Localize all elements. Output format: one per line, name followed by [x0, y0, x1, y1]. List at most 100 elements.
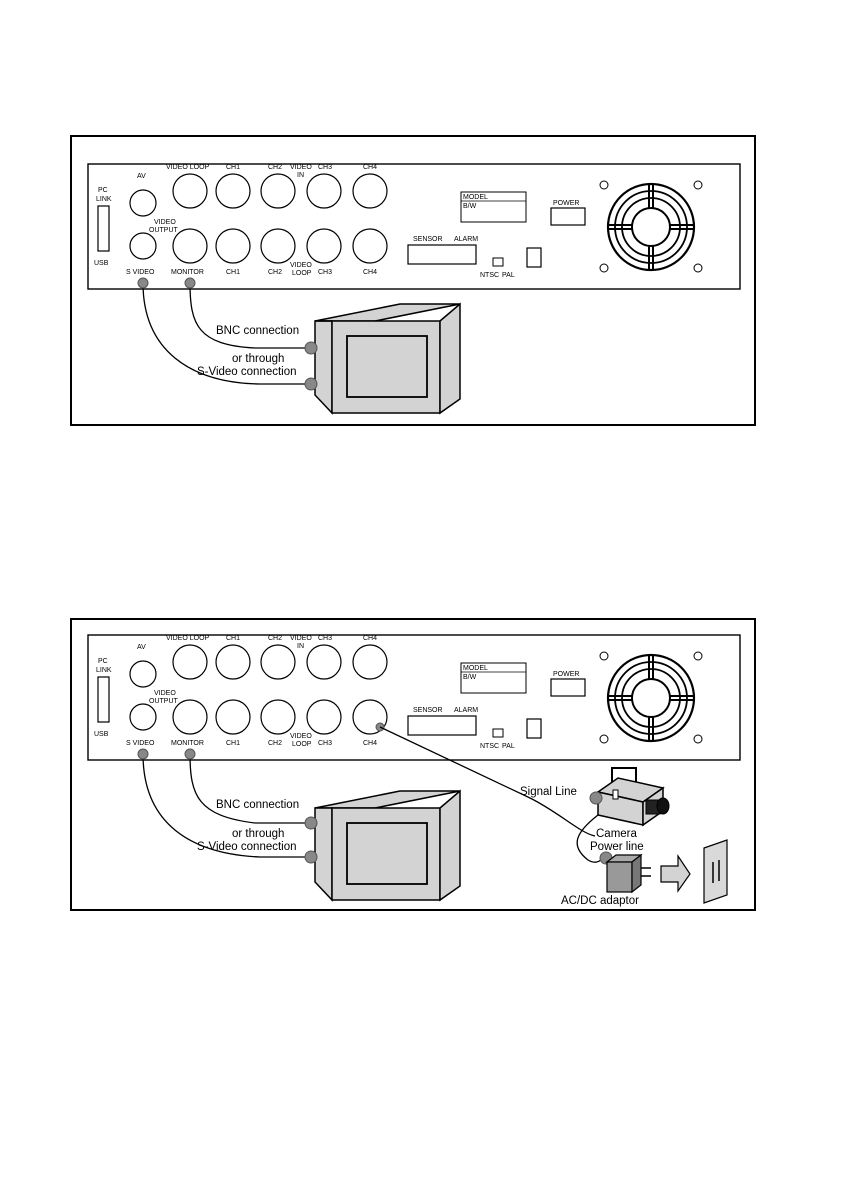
- s-video-port[interactable]: [129, 232, 157, 260]
- camera-icon: [596, 767, 670, 827]
- monitor-label: MONITOR: [171, 269, 204, 276]
- s-video-cable: [142, 753, 315, 858]
- video-loop-bottom-label-2: LOOP: [292, 270, 312, 277]
- power-switch[interactable]: [550, 207, 586, 226]
- video-loop-label: VIDEO LOOP: [166, 635, 210, 642]
- s-video-port[interactable]: [129, 703, 157, 731]
- ntsc-label: NTSC: [480, 272, 499, 279]
- signal-line-cable: [379, 726, 596, 837]
- sensor-alarm-terminal[interactable]: [407, 715, 477, 736]
- ch1-in-port[interactable]: [215, 644, 251, 680]
- av-label: AV: [137, 644, 146, 651]
- ch4-bottom-label: CH4: [363, 740, 377, 747]
- video-loop-bottom-label-1: VIDEO: [290, 733, 312, 740]
- ch4-loop-port[interactable]: [352, 228, 388, 264]
- bw-label: B/W: [463, 674, 477, 681]
- video-in-label-1: VIDEO: [290, 164, 312, 171]
- video-output-label-1: VIDEO: [154, 690, 176, 697]
- usb-label: USB: [94, 260, 109, 267]
- link-label: LINK: [96, 196, 112, 203]
- ch2-top-label: CH2: [268, 164, 282, 171]
- bnc-cable: [189, 282, 315, 349]
- sensor-alarm-terminal[interactable]: [407, 244, 477, 265]
- pc-link-port[interactable]: [97, 205, 110, 252]
- ntsc-pal-switch[interactable]: [492, 257, 504, 267]
- ch2-in-port[interactable]: [260, 644, 296, 680]
- figure-camera-connection: PC LINK USB AV VIDEO OUTPUT S VIDEO VIDE…: [70, 618, 756, 917]
- s-video-label: S VIDEO: [126, 740, 155, 747]
- or-through-label: or through: [232, 353, 284, 365]
- arrow-icon: [660, 854, 691, 893]
- ch1-bottom-label: CH1: [226, 740, 240, 747]
- ch2-top-label: CH2: [268, 635, 282, 642]
- av-port[interactable]: [129, 189, 157, 217]
- pal-label: PAL: [502, 743, 515, 750]
- s-video-port-plug: [137, 277, 149, 289]
- power-switch[interactable]: [550, 678, 586, 697]
- video-loop-bottom-label-1: VIDEO: [290, 262, 312, 269]
- monitor-port[interactable]: [172, 228, 208, 264]
- ch4-top-label: CH4: [363, 164, 377, 171]
- model-label: MODEL: [463, 665, 488, 672]
- video-in-label-2: IN: [297, 643, 304, 650]
- monitor-icon: [314, 789, 461, 902]
- ch2-loop-port[interactable]: [260, 699, 296, 735]
- s-video-cable: [142, 282, 315, 385]
- or-through-label: or through: [232, 828, 284, 840]
- power-label: POWER: [553, 200, 579, 207]
- adaptor-icon: [605, 853, 651, 894]
- model-plate: [460, 662, 527, 694]
- ch1-loop-port[interactable]: [215, 228, 251, 264]
- video-in-label-1: VIDEO: [290, 635, 312, 642]
- ntsc-pal-switch[interactable]: [492, 728, 504, 738]
- monitor-port[interactable]: [172, 699, 208, 735]
- power-input-jack[interactable]: [526, 718, 542, 739]
- ch3-bottom-label: CH3: [318, 269, 332, 276]
- ch3-in-port[interactable]: [306, 173, 342, 209]
- ch3-in-port[interactable]: [306, 644, 342, 680]
- bw-label: B/W: [463, 203, 477, 210]
- signal-line-label: Signal Line: [520, 786, 577, 798]
- usb-label: USB: [94, 731, 109, 738]
- s-video-port-plug: [137, 748, 149, 760]
- monitor-label: MONITOR: [171, 740, 204, 747]
- figure-monitor-connection: PC LINK USB AV VIDEO OUTPUT S VIDEO VIDE…: [70, 135, 756, 432]
- sensor-label: SENSOR: [413, 236, 443, 243]
- ch4-in-port[interactable]: [352, 173, 388, 209]
- ch2-in-port[interactable]: [260, 173, 296, 209]
- video-loop-port[interactable]: [172, 644, 208, 680]
- monitor-svideo-plug: [304, 377, 318, 391]
- pc-label: PC: [98, 658, 108, 665]
- s-video-connection-label: S-Video connection: [197, 841, 297, 853]
- model-plate: [460, 191, 527, 223]
- ch1-in-port[interactable]: [215, 173, 251, 209]
- video-loop-label: VIDEO LOOP: [166, 164, 210, 171]
- ch1-loop-port[interactable]: [215, 699, 251, 735]
- dvr-rear-panel: PC LINK USB AV VIDEO OUTPUT S VIDEO VIDE…: [87, 163, 741, 290]
- link-label: LINK: [96, 667, 112, 674]
- s-video-connection-label: S-Video connection: [197, 366, 297, 378]
- av-label: AV: [137, 173, 146, 180]
- s-video-label: S VIDEO: [126, 269, 155, 276]
- pc-link-port[interactable]: [97, 676, 110, 723]
- diagram-camera-connection: PC LINK USB AV VIDEO OUTPUT S VIDEO VIDE…: [70, 618, 756, 911]
- av-port[interactable]: [129, 660, 157, 688]
- ch2-loop-port[interactable]: [260, 228, 296, 264]
- bnc-connection-label: BNC connection: [216, 325, 299, 337]
- camera-label: Camera: [596, 828, 638, 840]
- alarm-label: ALARM: [454, 236, 478, 243]
- video-loop-port[interactable]: [172, 173, 208, 209]
- monitor-port-plug: [184, 748, 196, 760]
- pal-label: PAL: [502, 272, 515, 279]
- monitor-port-plug: [184, 277, 196, 289]
- ch3-loop-port[interactable]: [306, 228, 342, 264]
- ch4-in-port[interactable]: [352, 644, 388, 680]
- power-outlet-icon: [703, 839, 728, 904]
- pc-label: PC: [98, 187, 108, 194]
- ch2-bottom-label: CH2: [268, 740, 282, 747]
- power-input-jack[interactable]: [526, 247, 542, 268]
- sensor-label: SENSOR: [413, 707, 443, 714]
- alarm-label: ALARM: [454, 707, 478, 714]
- ch3-loop-port[interactable]: [306, 699, 342, 735]
- cooling-fan: [599, 180, 703, 273]
